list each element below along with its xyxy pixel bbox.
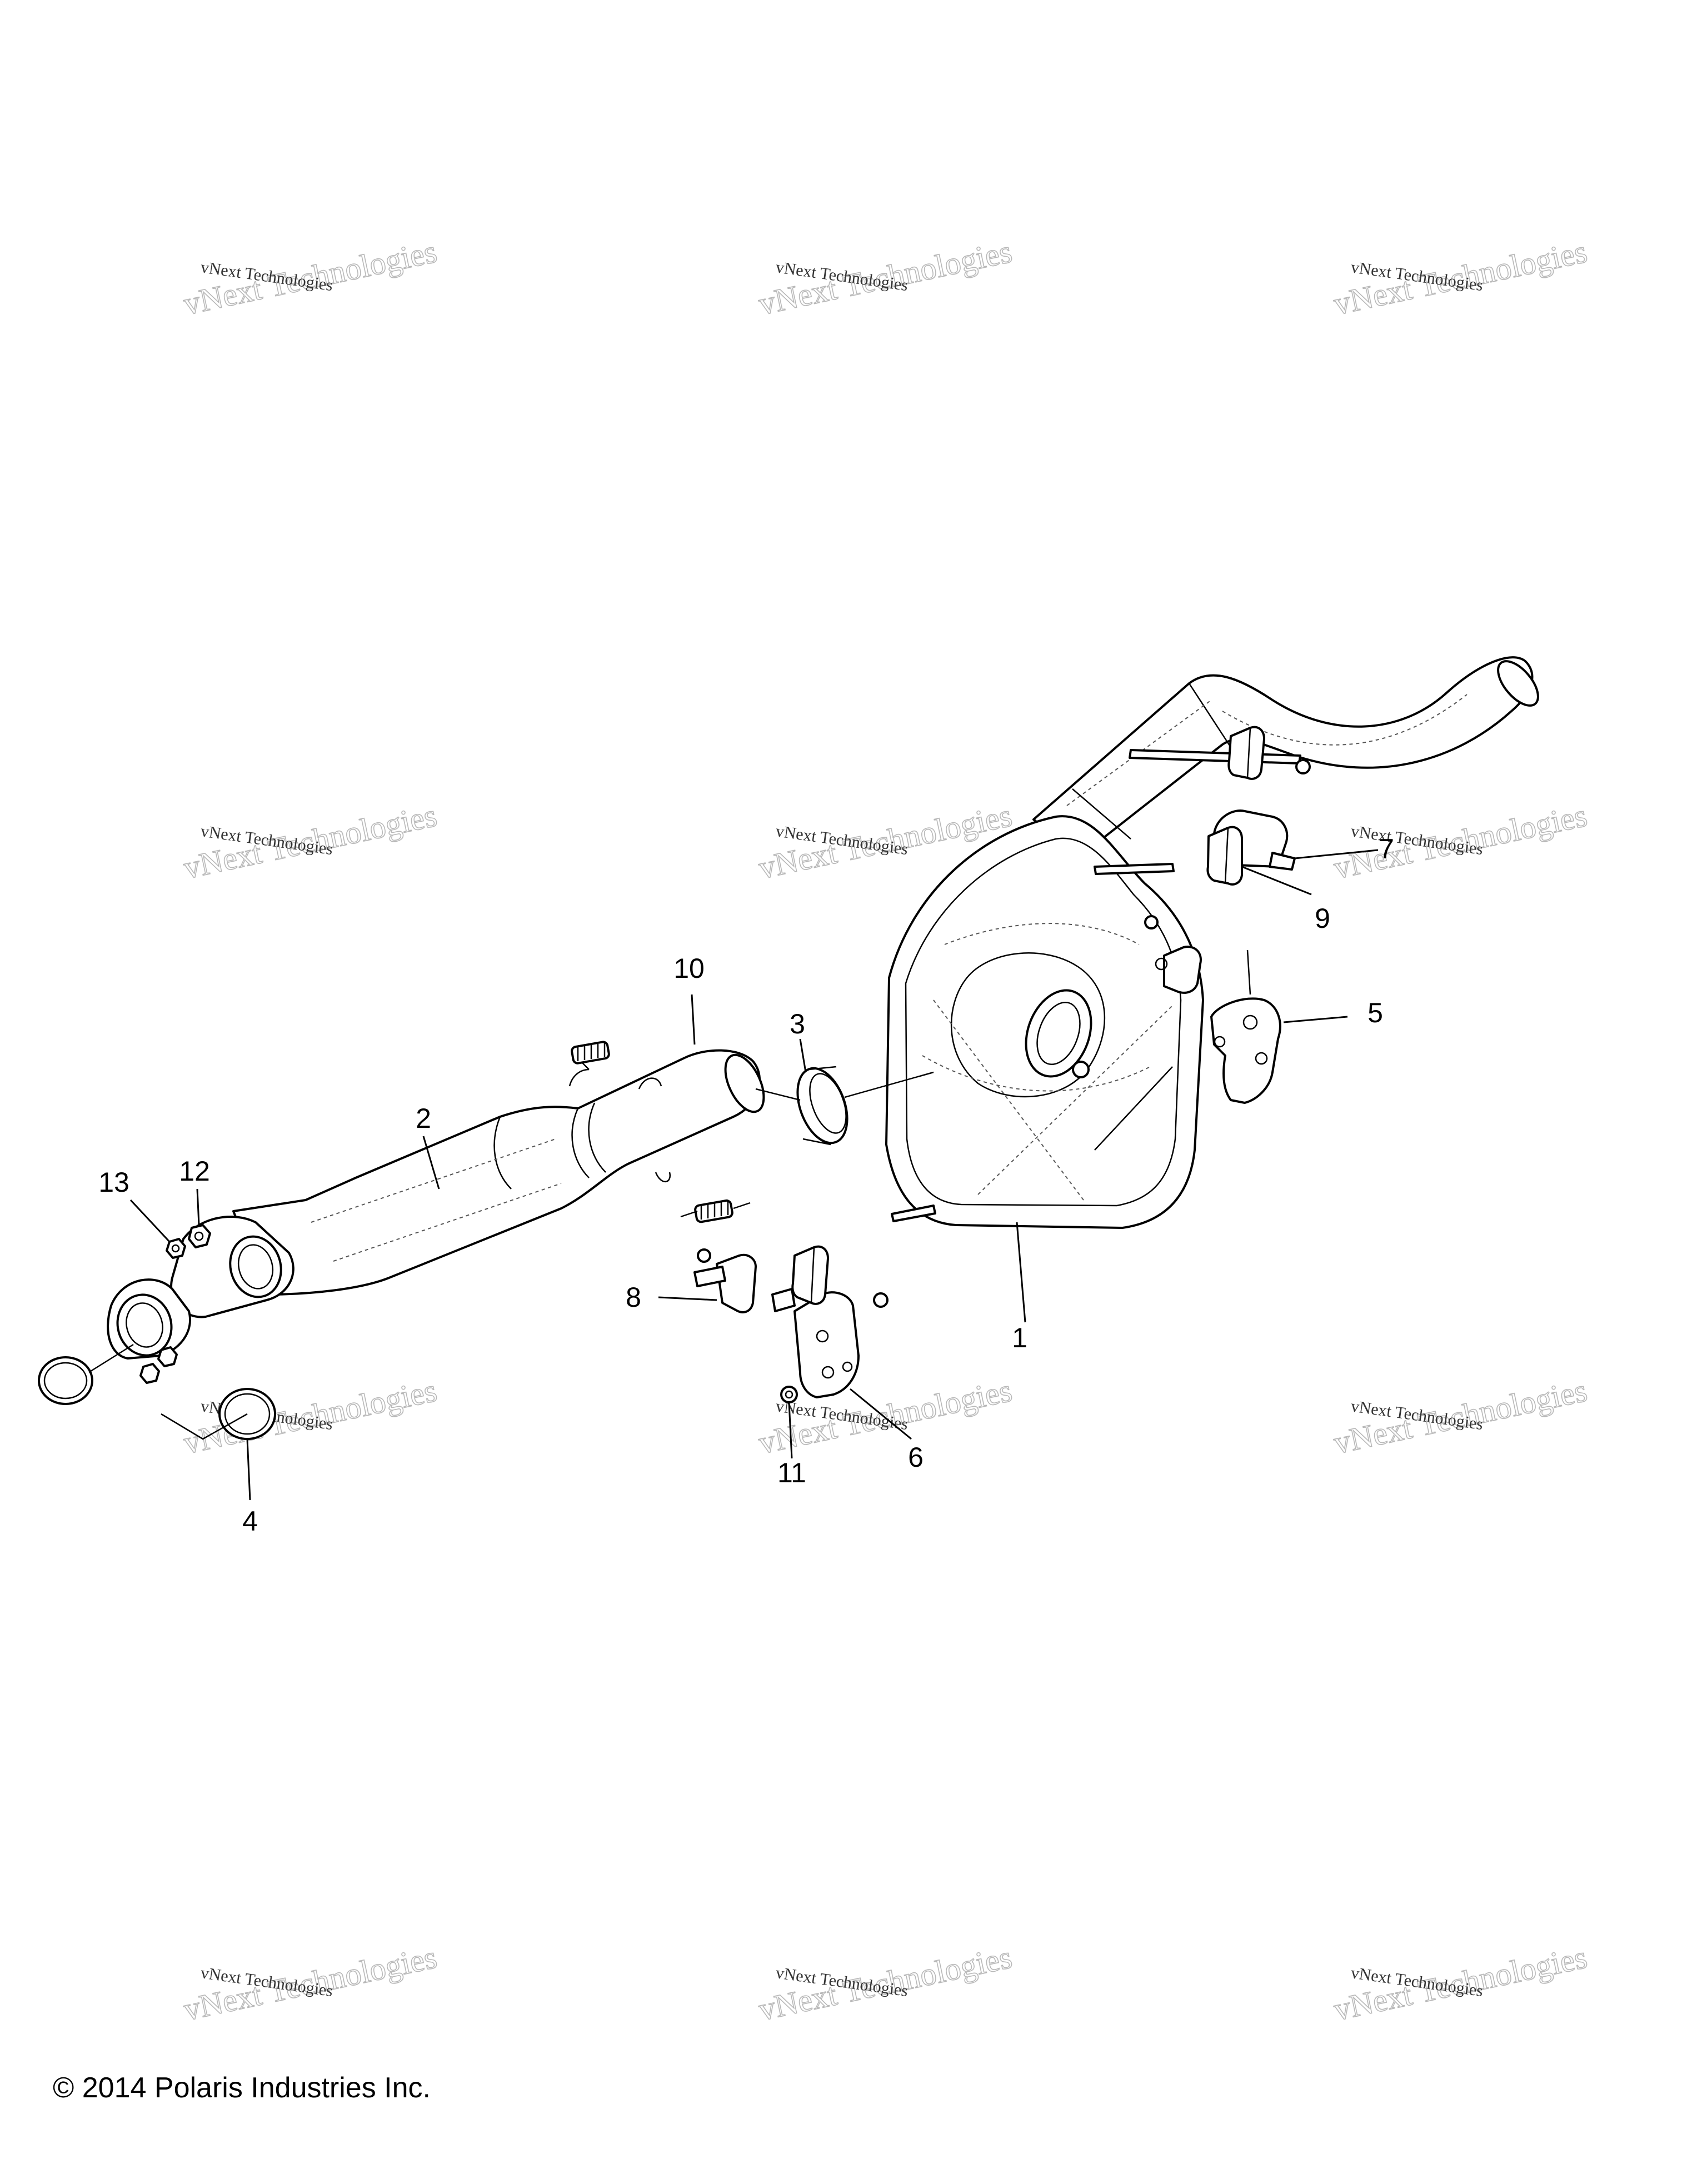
callout-12: 12 [179, 1156, 210, 1187]
part-13-nut [139, 1238, 186, 1384]
part-4-gasket [38, 1343, 276, 1440]
part-1-muffler [885, 656, 1539, 1229]
part-10-springs [568, 1041, 751, 1223]
copyright-notice: © 2014 Polaris Industries Inc. [53, 2072, 431, 2104]
watermark: vNext Technologies vNext Technologies [755, 1938, 1016, 2028]
callout-7: 7 [1379, 833, 1394, 864]
watermark: vNext Technologies vNext Technologies [1330, 1938, 1591, 2028]
part-6-front-bracket [793, 1291, 860, 1398]
callout-8: 8 [626, 1282, 641, 1313]
callout-9: 9 [1315, 903, 1330, 934]
callout-10: 10 [673, 953, 705, 984]
watermark: vNext Technologies vNext Technologies [1330, 1372, 1591, 1462]
part-8-clip [693, 1248, 757, 1313]
part-5-rear-bracket [1210, 949, 1281, 1104]
leader-lines [129, 849, 1379, 1501]
part-11-nut [780, 1386, 798, 1403]
part-2-head-pipe [107, 1049, 765, 1360]
callout-2: 2 [416, 1103, 431, 1134]
watermark: vNext Technologies vNext Technologies [1330, 797, 1591, 887]
part-3-seal-ring [755, 1066, 934, 1146]
callout-5: 5 [1367, 997, 1383, 1028]
callout-6: 6 [908, 1442, 924, 1473]
callout-13: 13 [98, 1167, 129, 1198]
part-9-isolator [1144, 826, 1243, 994]
callout-1: 1 [1012, 1322, 1027, 1353]
watermark: vNext Technologies vNext Technologies [1330, 233, 1591, 323]
isolator-front [771, 1245, 889, 1312]
watermark: vNext Technologies vNext Technologies [180, 1938, 441, 2028]
callout-labels: 1 2 3 4 5 6 7 8 9 10 11 12 13 [98, 833, 1394, 1537]
watermark-grid: vNext Technologies vNext Technologies vN… [180, 233, 1591, 2028]
callout-4: 4 [242, 1506, 258, 1537]
watermark: vNext Technologies vNext Technologies [755, 1372, 1016, 1462]
watermark: vNext Technologies vNext Technologies [180, 797, 441, 887]
watermark: vNext Technologies vNext Technologies [180, 233, 441, 323]
part-12-nut [188, 1224, 211, 1248]
watermark: vNext Technologies vNext Technologies [755, 233, 1016, 323]
callout-3: 3 [790, 1008, 805, 1039]
callout-11: 11 [777, 1457, 806, 1488]
